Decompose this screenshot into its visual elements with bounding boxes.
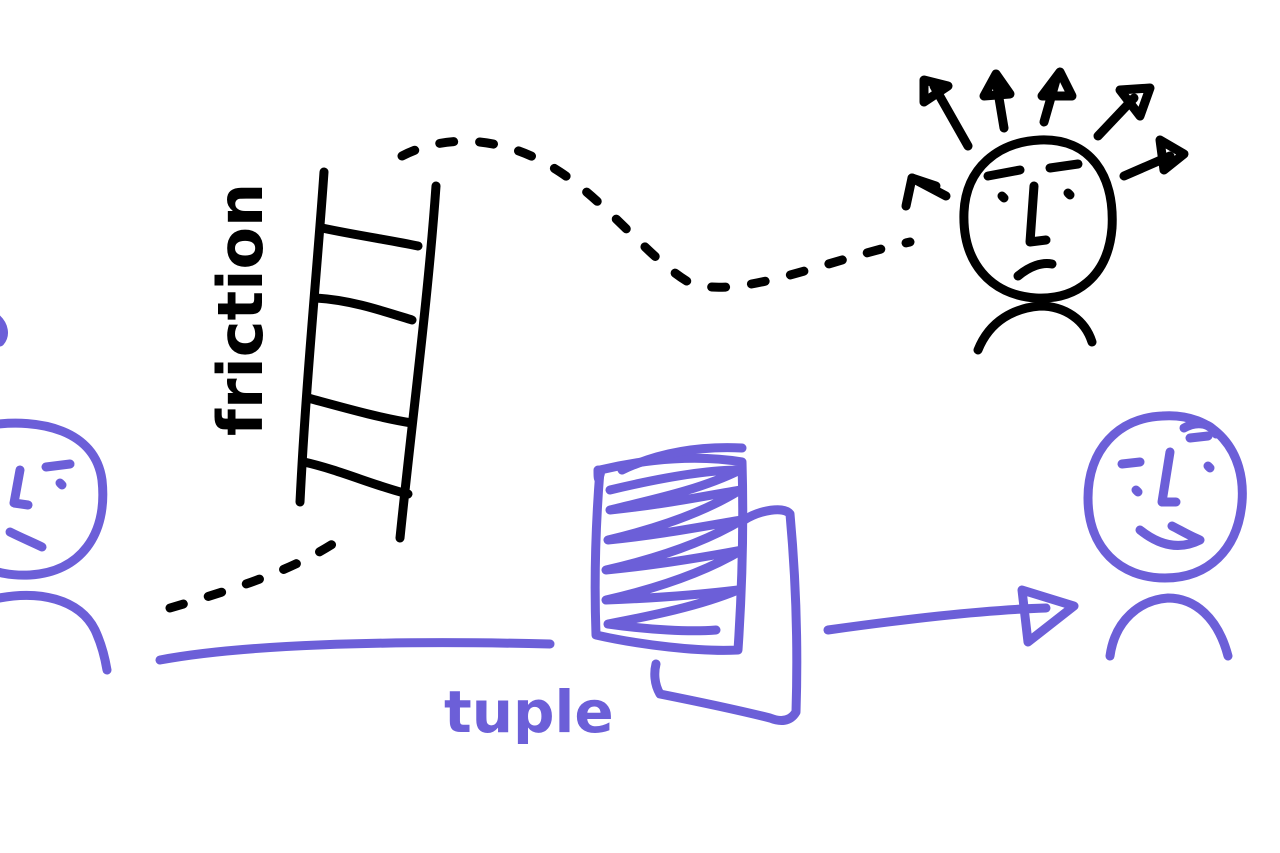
right-person-smile [1135, 521, 1205, 550]
confused-person-eye-right [1063, 188, 1075, 200]
confused-person-head [959, 135, 1117, 303]
arrow-6 [1119, 135, 1189, 181]
confused-person-eye-left [997, 191, 1009, 203]
arrow-to-right-person [823, 585, 1079, 647]
right-person-head [1083, 411, 1247, 583]
confused-person [959, 135, 1117, 355]
dashed-path-to-ladder [165, 527, 355, 613]
confused-person-mouth [1013, 259, 1057, 281]
mug-scribble-fill [601, 465, 747, 636]
arrow-3 [979, 69, 1015, 133]
arrowhead-icon [1017, 585, 1079, 647]
mug-rim [617, 443, 747, 475]
left-person-head-top-mark [0, 315, 8, 347]
right-person-hair-mark [1179, 419, 1221, 439]
right-person-eyebrow [1117, 457, 1145, 469]
arrow-1 [901, 173, 951, 211]
tuple-mug-icon [590, 443, 802, 725]
tuple-label: tuple [444, 678, 614, 746]
left-person-nose [9, 465, 33, 510]
left-person-eye-dot [55, 478, 67, 490]
dashed-path-to-confused-person [397, 136, 915, 292]
ladder-rung-3 [303, 393, 417, 428]
ladder-right-rail [395, 181, 441, 543]
ladder-rung-4 [299, 457, 413, 499]
arrowhead-icon [1155, 135, 1189, 175]
right-person-eyebrow-right [1185, 431, 1213, 443]
arrow-5 [1093, 83, 1155, 141]
friction-ladder [295, 167, 441, 543]
confused-person-eyebrow-left [983, 165, 1025, 181]
arrowhead-icon [1037, 67, 1077, 101]
left-person [0, 315, 112, 675]
left-person-eye [41, 459, 75, 472]
arrowhead-icon [919, 75, 953, 107]
arrowhead-icon [901, 173, 941, 211]
right-person [1083, 411, 1247, 661]
arrow-2 [919, 75, 973, 151]
right-person-eye-right [1203, 461, 1215, 473]
right-person-shoulders [1105, 593, 1233, 661]
ladder-rung-1 [317, 223, 423, 251]
left-person-mouth [5, 527, 47, 552]
arrow-shaft [823, 603, 1051, 635]
mug-bottom-left [593, 465, 607, 484]
left-person-shoulders [0, 590, 112, 675]
confused-person-eyebrow-right [1045, 159, 1083, 173]
arrowhead-icon [979, 69, 1015, 101]
left-person-head [0, 418, 108, 580]
right-person-eye-left [1131, 485, 1143, 497]
arrow-4 [1037, 67, 1077, 127]
radiating-arrows [901, 67, 1189, 211]
confused-person-nose [1025, 181, 1051, 247]
ladder-rung-2 [311, 293, 417, 325]
mug-body [590, 453, 748, 655]
arrowhead-icon [1115, 83, 1155, 121]
friction-label: friction [204, 183, 277, 436]
ladder-left-rail [295, 167, 329, 507]
confused-person-shoulders [973, 301, 1097, 355]
mug-handle [650, 505, 802, 725]
right-person-nose [1157, 447, 1181, 507]
tuple-path-line [155, 638, 555, 665]
